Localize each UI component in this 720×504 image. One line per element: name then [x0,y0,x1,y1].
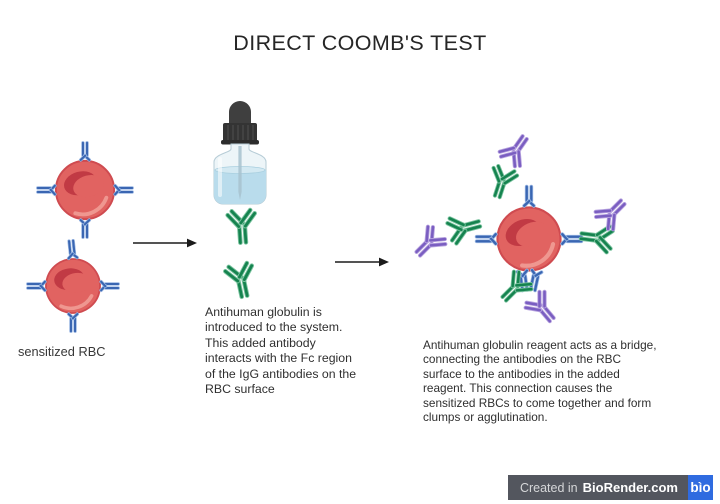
red-blood-cell-icon [36,141,134,239]
step2-caption: Antihuman globulin is introduced to the … [205,305,357,397]
sensitized-rbc-label: sensitized RBC [18,344,106,359]
red-blood-cell-icon [26,238,120,333]
arrow-right-icon [335,257,389,267]
biorender-badge-bar: Created in BioRender.com [507,475,688,500]
biorender-logo-icon: bìo [688,475,713,500]
biorender-brand-text: BioRender.com [582,480,678,495]
agglutination-complex [406,127,635,331]
page-title: DIRECT COOMB'S TEST [233,31,487,55]
dropper-bottle-icon [213,101,267,205]
arrow-right-icon [133,238,197,248]
created-in-text: Created in [519,480,578,495]
red-blood-cell-icon [493,203,564,274]
biorender-watermark: Created in BioRender.com bìo [507,475,713,500]
step3-caption: Antihuman globulin reagent acts as a bri… [423,338,657,424]
antihuman-globulin-antibody-icon [220,206,262,302]
sensitized-rbc-group [26,141,134,333]
dropper-bulb [229,101,251,124]
